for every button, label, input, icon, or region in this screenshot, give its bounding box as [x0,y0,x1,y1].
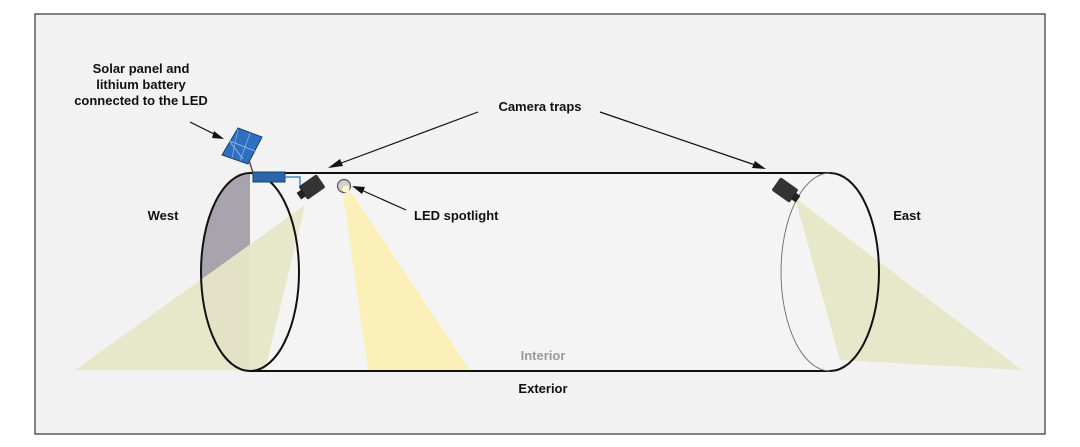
east-camera-icon [772,177,801,203]
east-camera-beam [795,198,1022,370]
interior-label: Interior [521,348,566,363]
arrow-west-camera [328,111,479,168]
west-label: West [148,208,179,223]
solar-label-line3: connected to the LED [74,93,208,108]
east-end-front [829,172,880,372]
led-spotlight-icon [336,178,352,194]
battery-box [252,171,286,183]
wire [285,176,301,188]
east-end-back [780,172,831,372]
solar-panel-icon [221,127,263,174]
exterior-label: Exterior [518,381,567,396]
arrow-solar [189,121,224,139]
east-label: East [893,208,921,223]
camera-traps-label: Camera traps [498,99,581,114]
solar-label-line1: Solar panel and [93,61,190,76]
west-end-outline [200,172,300,372]
cylinder-body [250,173,879,371]
led-beam [343,193,470,370]
solar-label-line2: lithium battery [96,77,186,92]
west-camera-beam [75,205,305,370]
arrow-led [352,186,407,211]
arrow-east-camera [599,111,766,169]
west-camera-icon [296,174,325,200]
led-spotlight-label: LED spotlight [414,208,499,223]
